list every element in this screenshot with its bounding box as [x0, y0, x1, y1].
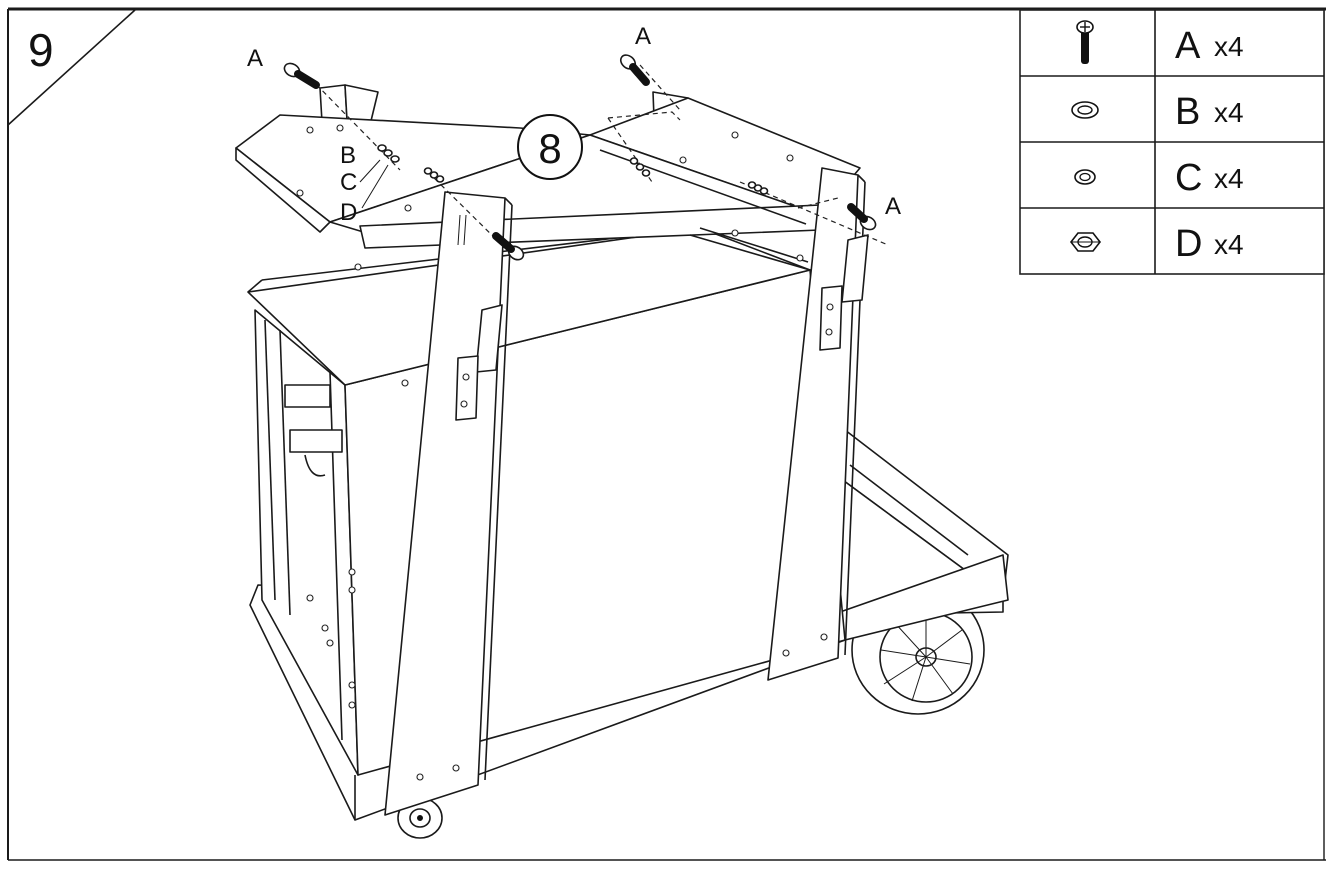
screws-a [283, 54, 877, 261]
callout-letters: A A A B C D [247, 23, 901, 226]
screw-icon [619, 54, 650, 86]
step-number: 9 [28, 24, 54, 76]
part-letter: D [1175, 223, 1202, 265]
left-upright [384, 191, 513, 816]
part-callout: 8 [517, 114, 583, 180]
cart-body [247, 227, 846, 776]
table-row: C x4 [1175, 157, 1244, 199]
screw-icon [492, 232, 525, 261]
label-a: A [885, 193, 901, 220]
screw-icon [283, 62, 320, 89]
table-row: D x4 [1175, 223, 1244, 265]
table-row: B x4 [1175, 91, 1244, 133]
part-letter: A [1175, 25, 1201, 67]
label-a: A [635, 23, 651, 50]
part-qty: x4 [1214, 31, 1244, 62]
table-row: A x4 [1175, 25, 1244, 67]
hex-nut-icon [1069, 232, 1102, 252]
label-b: B [340, 142, 356, 169]
lock-washer-icon [1074, 169, 1096, 185]
label-c: C [340, 169, 357, 196]
right-upright [767, 167, 869, 681]
part-qty: x4 [1214, 97, 1244, 128]
part-letter: B [1175, 91, 1200, 133]
parts-table: A x4 B x4 C x4 D x4 [1019, 9, 1325, 275]
step-badge: 9 [7, 9, 136, 126]
screw-icon [847, 203, 877, 231]
label-a: A [247, 45, 263, 72]
cart-drawing: A A A B C D 8 [235, 23, 1009, 839]
label-d: D [340, 199, 357, 226]
washer-icon [1071, 101, 1099, 119]
small-hardware [359, 144, 769, 209]
part-letter: C [1175, 157, 1202, 199]
screw-icon [1076, 20, 1094, 64]
part-number: 8 [538, 125, 561, 172]
part-qty: x4 [1214, 163, 1244, 194]
part-qty: x4 [1214, 229, 1244, 260]
